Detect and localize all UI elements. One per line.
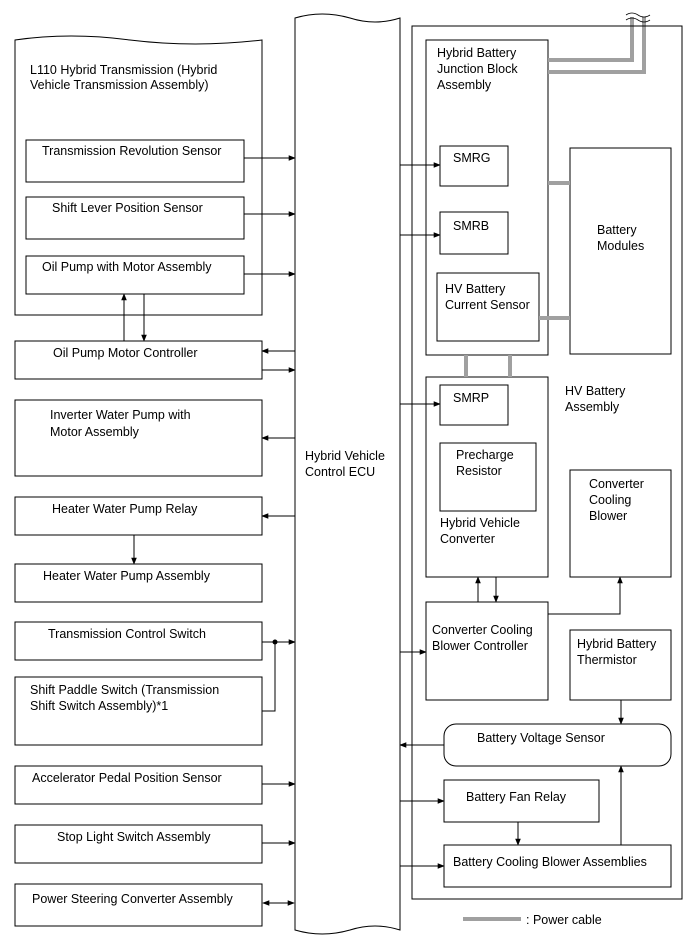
precharge-line1: Precharge xyxy=(456,448,514,462)
ecu-label-line1: Hybrid Vehicle xyxy=(305,449,385,463)
heater-pump-box xyxy=(14,563,263,603)
converter-line2: Converter xyxy=(440,532,495,546)
precharge-resistor-box xyxy=(439,442,537,512)
battery-modules-line2: Modules xyxy=(597,239,644,253)
blower-controller-line1: Converter Cooling xyxy=(432,623,533,637)
junction-block-line3: Assembly xyxy=(437,78,492,92)
hv-battery-assembly: HV Battery Assembly Hybrid Battery Junct… xyxy=(411,12,683,900)
heater-relay-label: Heater Water Pump Relay xyxy=(52,502,198,516)
oil-pump-label: Oil Pump with Motor Assembly xyxy=(42,260,212,274)
fan-relay-label: Battery Fan Relay xyxy=(466,790,567,804)
left-components: Oil Pump Motor Controller Inverter Water… xyxy=(14,340,263,927)
oil-pump-controller-box xyxy=(14,340,263,380)
inverter-water-pump-box xyxy=(14,399,263,477)
cooling-blower-assemblies-label: Battery Cooling Blower Assemblies xyxy=(453,855,647,869)
ecu-block: Hybrid Vehicle Control ECU xyxy=(294,13,401,935)
oil-pump-box xyxy=(25,255,245,295)
power-steering-label: Power Steering Converter Assembly xyxy=(32,892,234,906)
switch-junction-line xyxy=(262,641,276,712)
inverter-water-pump-line2: Motor Assembly xyxy=(50,425,140,439)
smrg-label: SMRG xyxy=(453,151,491,165)
transmission-title-line1: L110 Hybrid Transmission (Hybrid xyxy=(30,63,217,77)
ecu-label-line2: Control ECU xyxy=(305,465,375,479)
cooling-blower-assemblies-box xyxy=(443,844,672,888)
junction-block-line1: Hybrid Battery xyxy=(437,46,517,60)
battery-modules-box xyxy=(569,147,672,355)
trans-control-switch-label: Transmission Control Switch xyxy=(48,627,206,641)
switch-junction-dot xyxy=(272,639,278,645)
voltage-sensor-label: Battery Voltage Sensor xyxy=(477,731,605,745)
hv-battery-label-line2: Assembly xyxy=(565,400,620,414)
heater-pump-label: Heater Water Pump Assembly xyxy=(43,569,211,583)
smrp-box xyxy=(439,384,509,426)
trans-control-switch-box xyxy=(14,621,263,661)
current-sensor-box xyxy=(436,272,540,342)
revolution-sensor-box xyxy=(25,139,245,183)
accelerator-sensor-box xyxy=(14,765,263,805)
oil-pump-controller-label: Oil Pump Motor Controller xyxy=(53,346,198,360)
cooling-blower-box xyxy=(569,469,672,578)
smrp-label: SMRP xyxy=(453,391,489,405)
shift-lever-sensor-box xyxy=(25,196,245,240)
power-cables xyxy=(464,181,570,377)
controller-to-blower xyxy=(548,576,623,615)
legend-label: : Power cable xyxy=(526,913,602,927)
thermistor-line2: Thermistor xyxy=(577,653,637,667)
heater-relay-box xyxy=(14,496,263,536)
shift-paddle-switch-box xyxy=(14,676,263,746)
thermistor-line1: Hybrid Battery xyxy=(577,637,657,651)
cooling-blower-line1: Converter xyxy=(589,477,644,491)
converter-line1: Hybrid Vehicle xyxy=(440,516,520,530)
hv-battery-outer-box xyxy=(411,25,683,900)
junction-block-line2: Junction Block xyxy=(437,62,518,76)
inverter-water-pump-line1: Inverter Water Pump with xyxy=(50,408,191,422)
thermistor-box xyxy=(569,629,672,701)
fan-relay-box xyxy=(443,779,600,823)
current-sensor-line2: Current Sensor xyxy=(445,298,530,312)
cooling-blower-line2: Cooling xyxy=(589,493,631,507)
shift-lever-sensor-label: Shift Lever Position Sensor xyxy=(52,201,203,215)
shift-paddle-switch-line1: Shift Paddle Switch (Transmission xyxy=(30,683,219,697)
smrg-box xyxy=(439,145,509,187)
cooling-blower-line3: Blower xyxy=(589,509,627,523)
legend: : Power cable xyxy=(463,913,602,927)
stop-light-switch-box xyxy=(14,824,263,864)
battery-modules-line1: Battery xyxy=(597,223,637,237)
transmission-title-line2: Vehicle Transmission Assembly) xyxy=(30,78,209,92)
smrb-label: SMRB xyxy=(453,219,489,233)
cable-break-mark xyxy=(625,12,651,23)
accelerator-sensor-label: Accelerator Pedal Position Sensor xyxy=(32,771,222,785)
current-sensor-line1: HV Battery xyxy=(445,282,506,296)
precharge-line2: Resistor xyxy=(456,464,502,478)
power-steering-box xyxy=(14,883,263,927)
stop-light-switch-label: Stop Light Switch Assembly xyxy=(57,830,211,844)
hv-battery-label-line1: HV Battery xyxy=(565,384,626,398)
shift-paddle-switch-line2: Shift Switch Assembly)*1 xyxy=(30,699,168,713)
revolution-sensor-label: Transmission Revolution Sensor xyxy=(42,144,221,158)
blower-controller-box xyxy=(425,601,549,701)
blower-controller-line2: Blower Controller xyxy=(432,639,528,653)
transmission-assembly: L110 Hybrid Transmission (Hybrid Vehicle… xyxy=(14,35,263,316)
left-connections xyxy=(121,155,296,906)
right-connections xyxy=(399,162,624,869)
top-power-cable xyxy=(548,17,646,74)
smrb-box xyxy=(439,211,509,255)
